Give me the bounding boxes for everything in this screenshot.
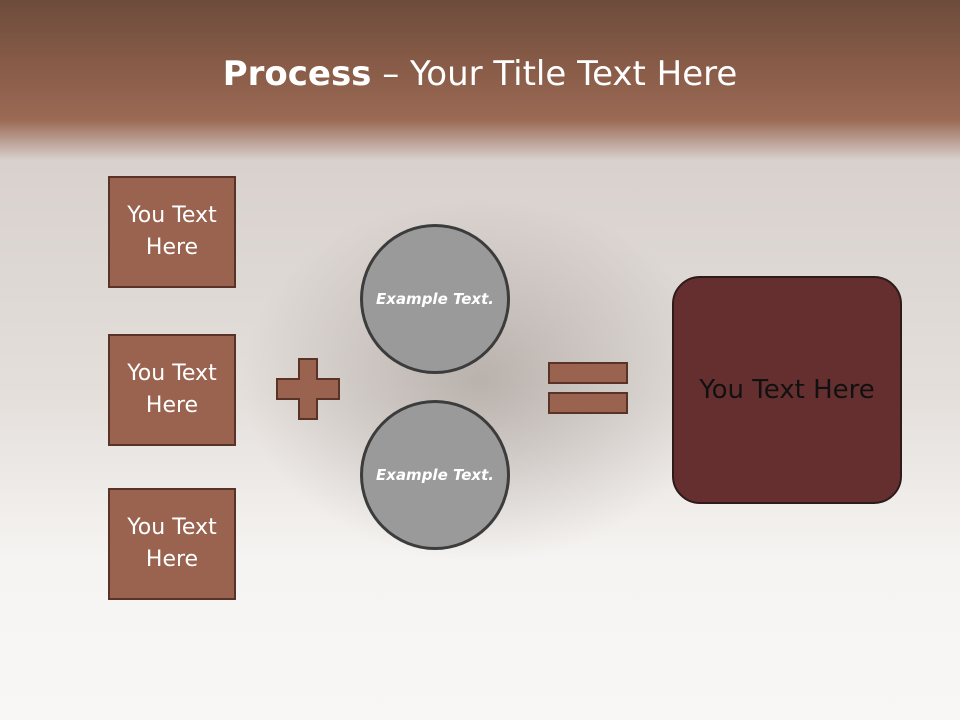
input-box-1: You Text Here [108,176,236,288]
example-circle-2: Example Text. [360,400,510,550]
plus-icon [276,358,340,420]
title-bold: Process [222,54,372,94]
example-circle-1: Example Text. [360,224,510,374]
slide-title: Process – Your Title Text Here [0,52,960,96]
equals-icon [548,362,628,414]
input-box-3: You Text Here [108,488,236,600]
result-box: You Text Here [672,276,902,504]
input-box-2: You Text Here [108,334,236,446]
title-rest: – Your Title Text Here [371,54,738,94]
title-bar [0,0,960,160]
